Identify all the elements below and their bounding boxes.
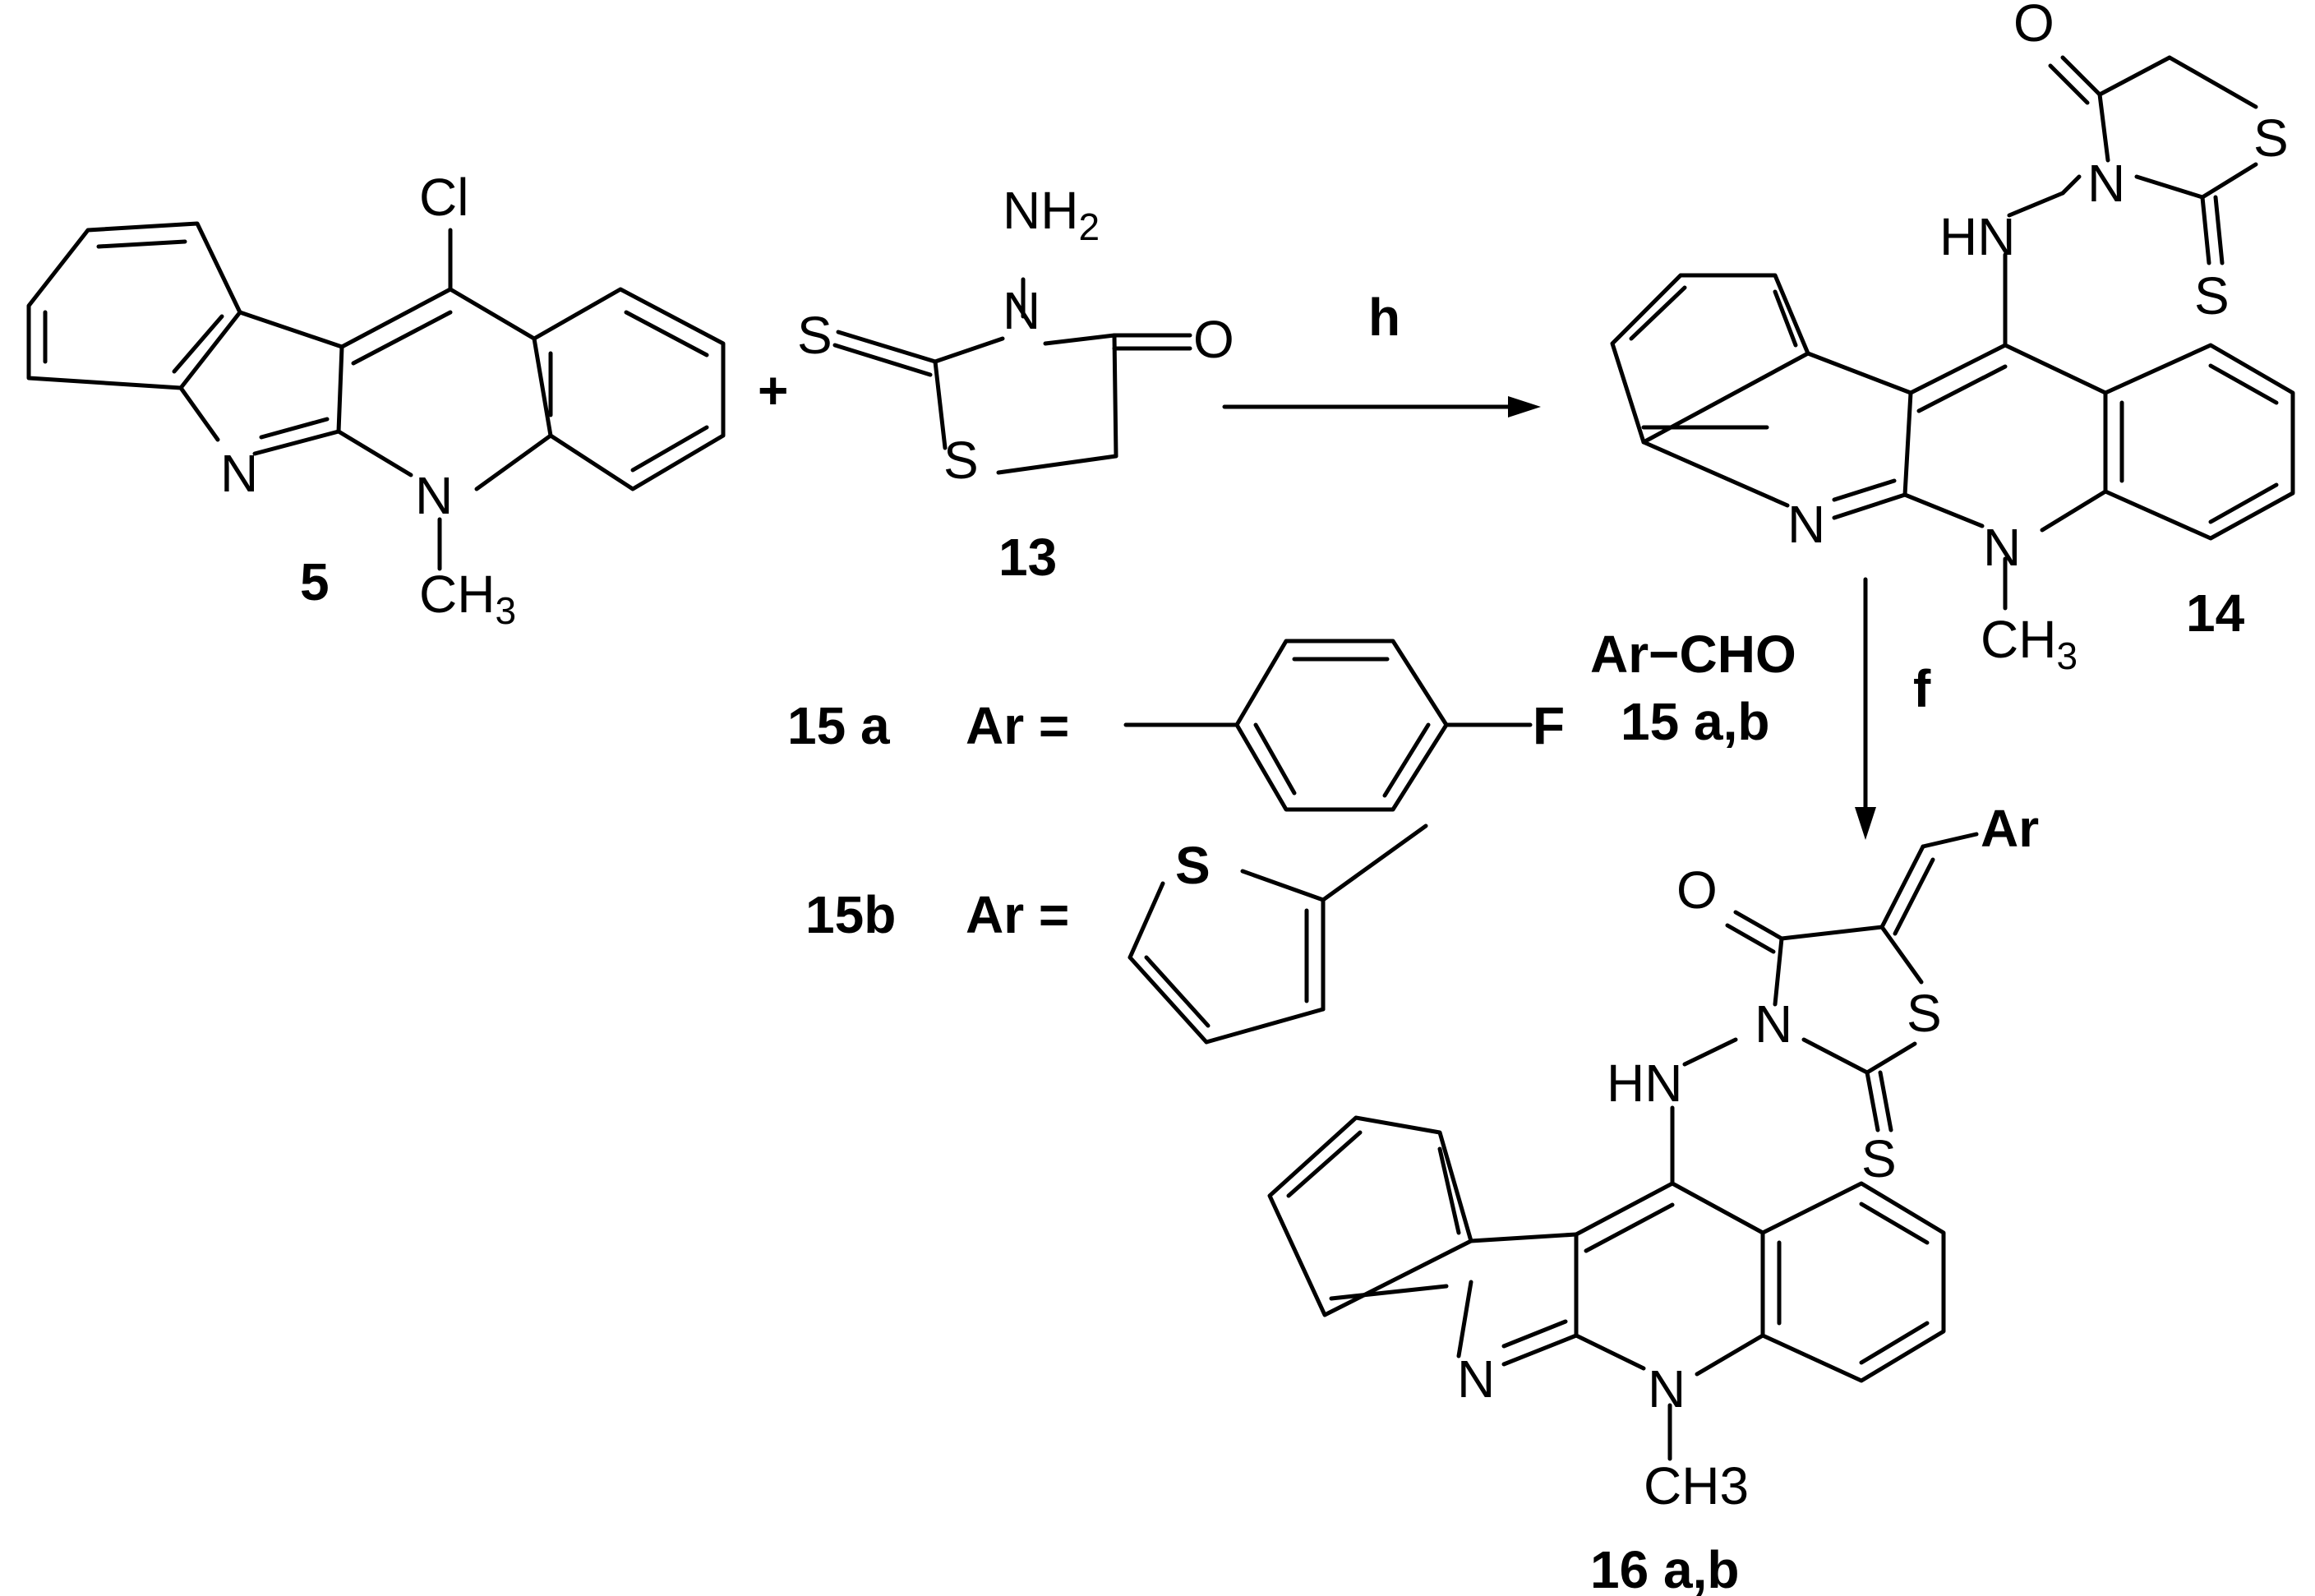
ring-nitrogen-label: N: [1003, 281, 1040, 340]
thione-sulfur-label: S: [797, 306, 832, 365]
reagent-id-label: 15 a,b: [1621, 692, 1769, 751]
ring-nitrogen-label: N: [2087, 154, 2125, 213]
compound-14-label: 14: [2186, 584, 2245, 643]
carbonyl-oxygen-label: O: [1676, 860, 1718, 920]
chlorine-label: Cl: [419, 168, 468, 227]
ring-sulfur-label: S: [2253, 108, 2289, 168]
hn-linker-label: HN: [1607, 1054, 1682, 1113]
reagent-label: Ar−CHO: [1590, 625, 1796, 684]
ring-nitrogen-label: N: [1787, 495, 1825, 554]
aryl-definition-b: 15b Ar = S: [805, 823, 1428, 1045]
compound-16-label: 16 a,b: [1590, 1540, 1739, 1596]
thione-sulfur-label: S: [1861, 1129, 1897, 1188]
condition-h-label: h: [1368, 288, 1400, 347]
n-methyl-nitrogen-label: N: [1648, 1359, 1686, 1418]
aryl-label: Ar: [1981, 799, 2039, 858]
n-methyl-nitrogen-label: N: [1983, 518, 2021, 577]
methyl-label: CH3: [1981, 610, 2078, 677]
fluoro-label: F: [1533, 696, 1565, 755]
ring-sulfur-label: S: [943, 431, 979, 490]
ring-sulfur-label: S: [1907, 984, 1942, 1043]
compound-16-structure: O N S S HN Ar N N CH3 16 a,b: [1267, 799, 2039, 1596]
thiophene-sulfur-label: S: [1175, 836, 1211, 895]
ar-equals-label: Ar =: [966, 696, 1069, 755]
amino-label: NH2: [1003, 181, 1100, 248]
compound-14-structure: O N S S HN N N CH3 14: [1610, 0, 2295, 677]
compound-13-label: 13: [998, 528, 1057, 587]
aryl-definition-a: 15 a Ar = F: [787, 639, 1565, 812]
condition-f-label: f: [1913, 659, 1931, 718]
hn-linker-label: HN: [1939, 207, 2015, 266]
compound-13-structure: NH2 N S S O 13: [797, 181, 1234, 587]
reagent-15a-label: 15 a: [787, 696, 890, 755]
methyl-label: CH3: [419, 565, 516, 632]
thione-sulfur-label: S: [2194, 266, 2230, 325]
ring-nitrogen-label: N: [1457, 1349, 1495, 1409]
compound-5-label: 5: [300, 552, 330, 611]
plus-sign: +: [758, 361, 788, 420]
reagent-15b-label: 15b: [805, 885, 896, 944]
carbonyl-oxygen-label: O: [2013, 0, 2054, 53]
methyl-label: CH3: [1644, 1456, 1749, 1515]
reaction-arrow-h: h: [1222, 288, 1541, 417]
compound-5-structure: Cl N N CH3 5: [26, 168, 726, 632]
n-methyl-nitrogen-label: N: [415, 466, 453, 525]
carbonyl-oxygen-label: O: [1193, 310, 1234, 369]
reaction-arrow-f: f Ar−CHO 15 a,b: [1590, 577, 1931, 840]
ring-nitrogen-label: N: [1755, 994, 1792, 1054]
ring-nitrogen-label: N: [220, 444, 258, 503]
ar-equals-label: Ar =: [966, 885, 1069, 944]
